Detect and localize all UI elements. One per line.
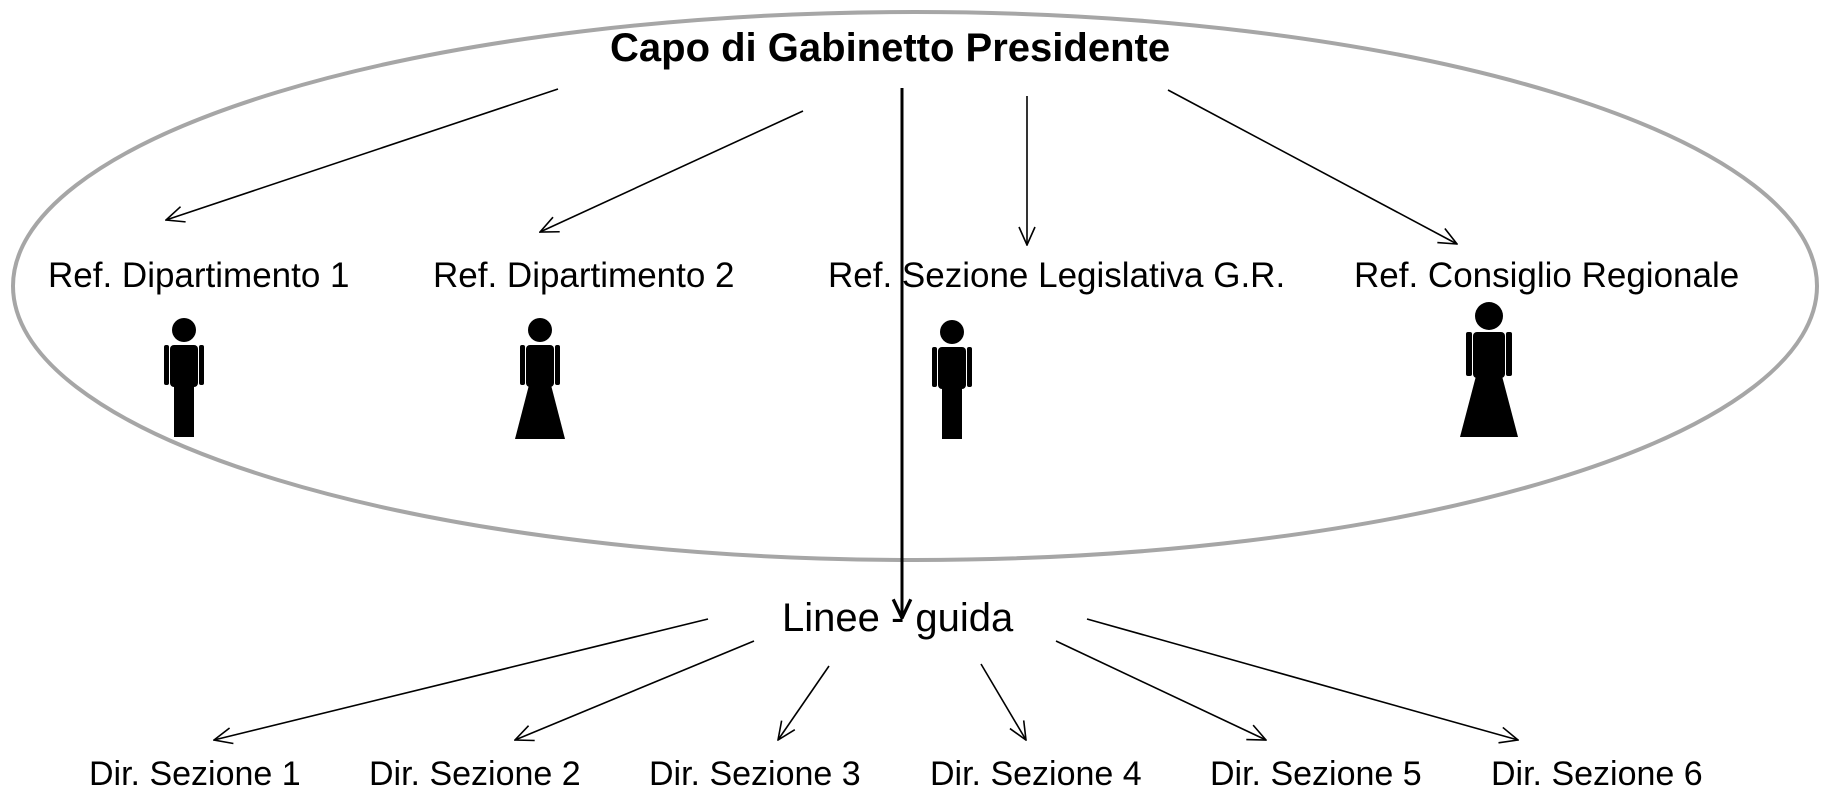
head-of-cabinet-title: Capo di Gabinetto Presidente [610, 26, 1171, 70]
director-label-1: Dir. Sezione 1 [89, 755, 301, 793]
woman-icon [515, 318, 565, 439]
arrow-to-ref-2 [540, 110, 804, 232]
director-label-5: Dir. Sezione 5 [1210, 755, 1422, 793]
arrow-to-dir-4 [980, 663, 1026, 740]
referent-label-2: Ref. Dipartimento 2 [433, 256, 735, 295]
guidelines-label: Linee - guida [782, 596, 1014, 640]
director-label-6: Dir. Sezione 6 [1491, 755, 1703, 793]
director-label-3: Dir. Sezione 3 [649, 755, 861, 793]
arrow-to-dir-6 [1086, 618, 1518, 740]
director-label-4: Dir. Sezione 4 [930, 755, 1142, 793]
arrow-to-ref-1 [166, 88, 559, 220]
arrow-to-dir-2 [515, 640, 755, 740]
referent-label-1: Ref. Dipartimento 1 [48, 256, 350, 295]
referent-label-3: Ref. Sezione Legislativa G.R. [828, 256, 1286, 295]
referent-label-4: Ref. Consiglio Regionale [1354, 256, 1740, 295]
cabinet-ellipse [11, 10, 1819, 562]
man-icon [164, 318, 204, 437]
arrow-to-dir-3 [778, 665, 830, 740]
arrow-to-dir-5 [1055, 640, 1266, 740]
arrow-to-dir-1 [214, 618, 709, 740]
director-label-2: Dir. Sezione 2 [369, 755, 581, 793]
arrow-to-ref-4 [1167, 89, 1457, 244]
man-icon [932, 320, 972, 439]
woman-icon [1460, 302, 1518, 437]
